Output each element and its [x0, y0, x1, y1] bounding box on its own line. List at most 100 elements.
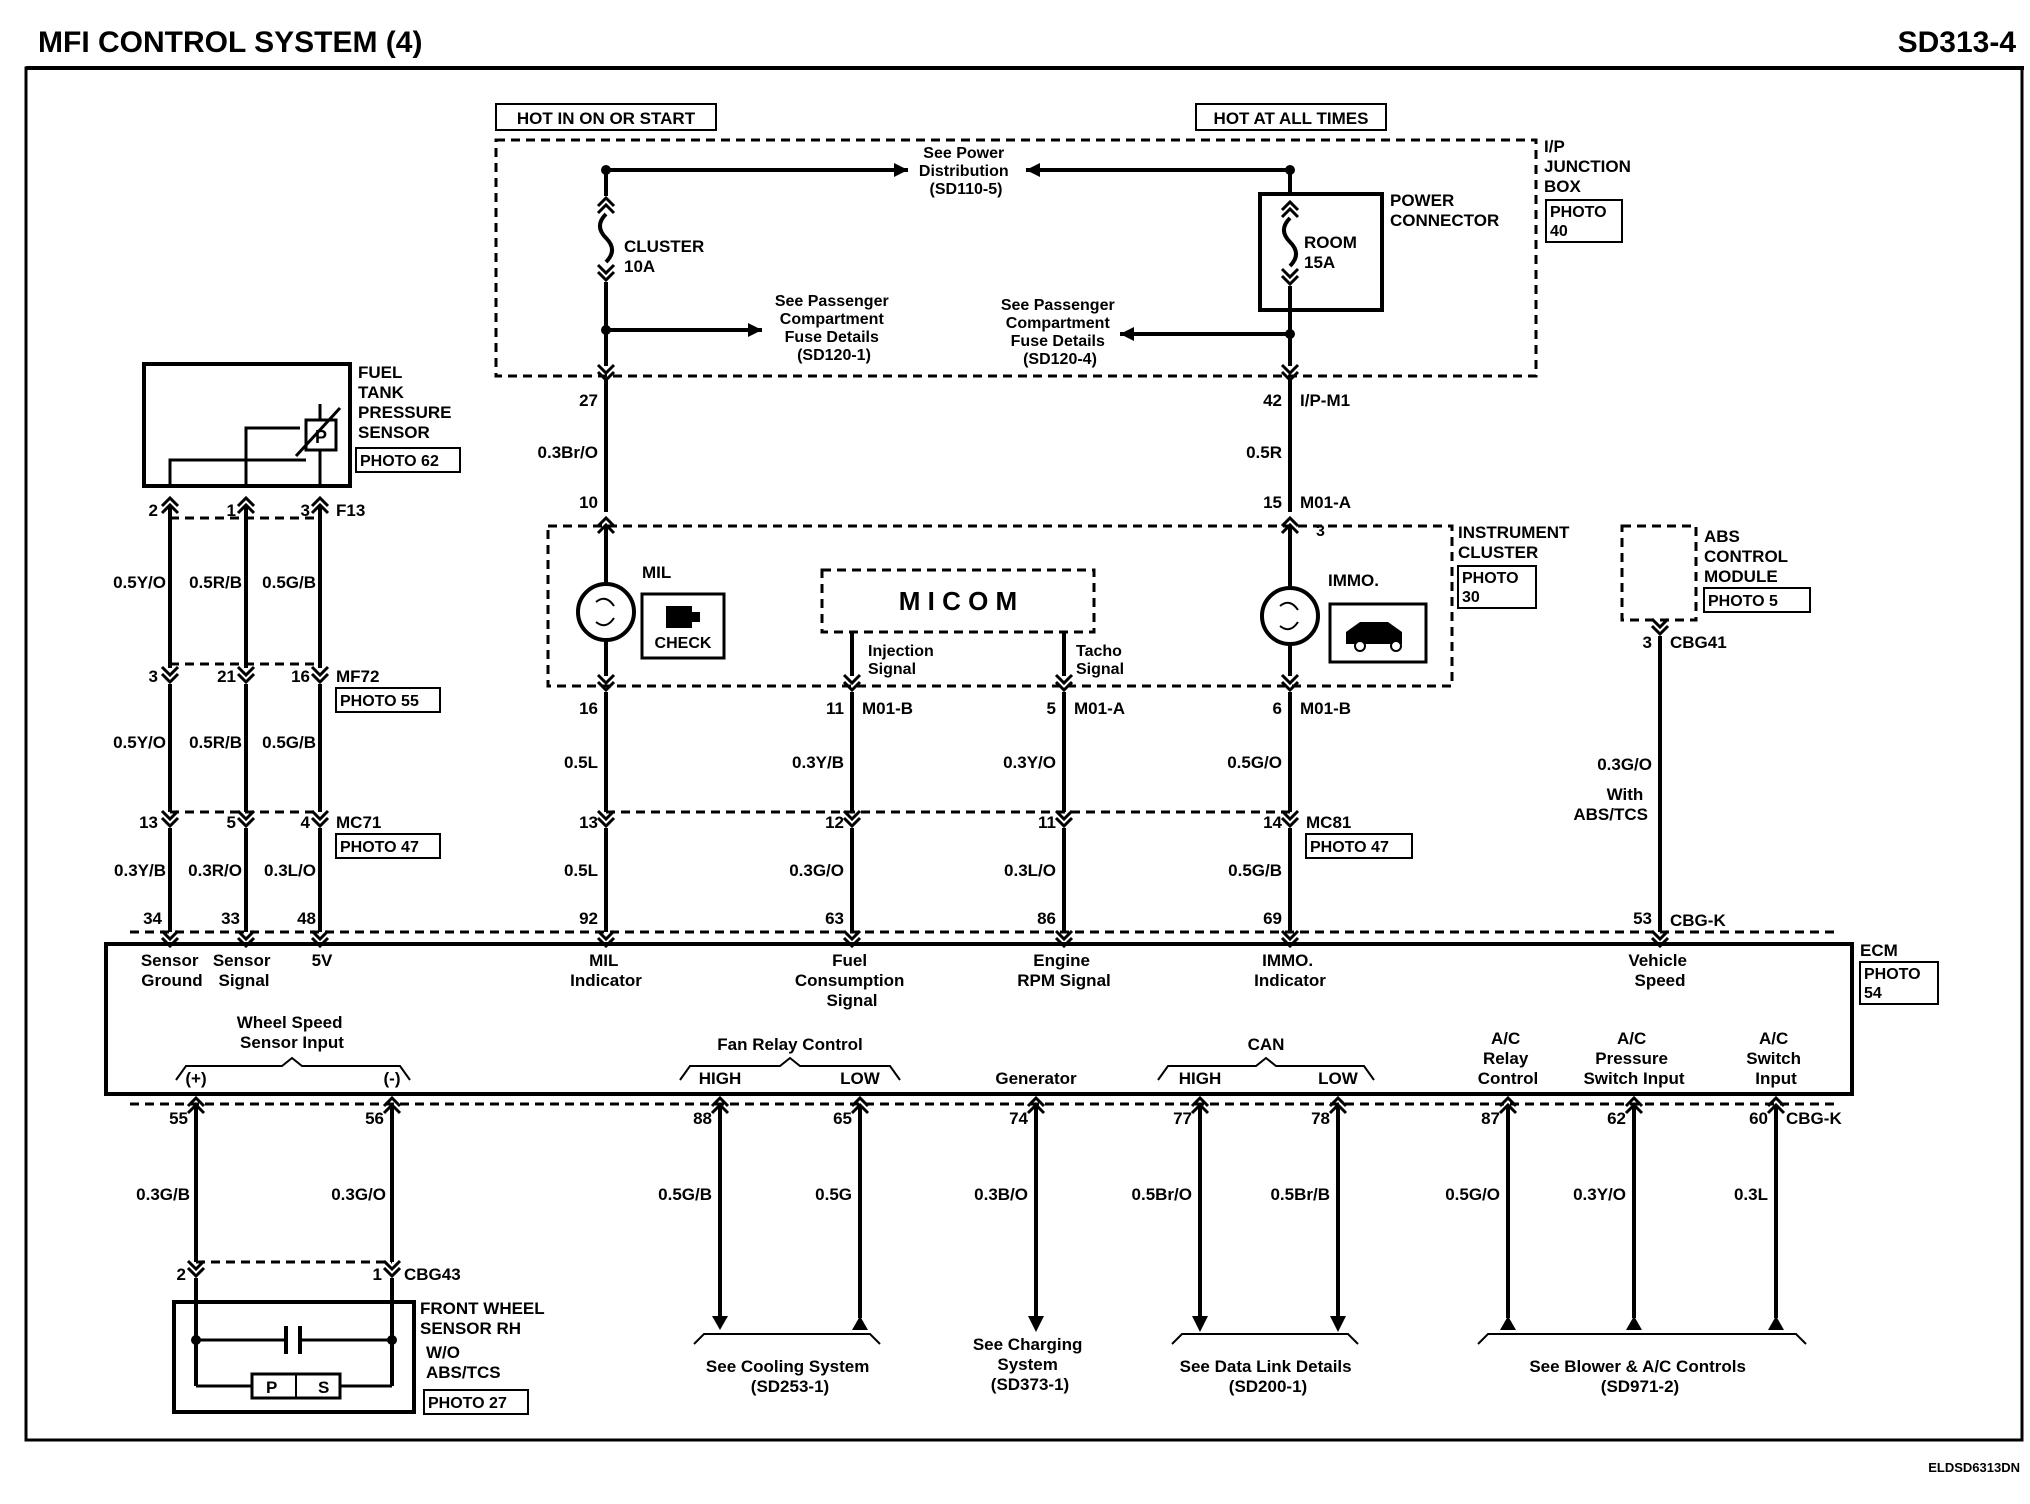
wire-generator: 0.3B/O [974, 1185, 1028, 1204]
mf72-pin-16: 16 [291, 667, 310, 686]
connector-cbg41: CBG41 [1670, 633, 1727, 652]
arrow-can-low [1330, 1316, 1346, 1332]
arrow-ac-pressure [1626, 1316, 1642, 1330]
pin-16: 16 [579, 699, 598, 718]
wire-ac-switch: 0.3L [1734, 1185, 1768, 1204]
pin-1-ws: 1 [373, 1265, 382, 1284]
micom-label: M I C O M [899, 586, 1017, 616]
power-connector-box [1258, 192, 1384, 312]
hot-at-all-times-box [1195, 103, 1387, 131]
fuse-room-symbol [1282, 216, 1298, 268]
immo-lamp-icon [1260, 586, 1320, 646]
wheel-sensor-photo-box [423, 1389, 529, 1415]
pin-10: 10 [579, 493, 598, 512]
junction-photo-label: PHOTO 40 [1550, 204, 1611, 240]
wheel-sensor-s: S [318, 1378, 329, 1397]
ecm-label: ECM [1860, 941, 1898, 960]
fuse-cluster-symbol [598, 212, 614, 264]
mf72-photo-label: PHOTO 55 [340, 693, 419, 710]
ecm-sensor-signal: Sensor Signal [213, 951, 275, 990]
ip-junction-box-outline [494, 138, 1538, 378]
ecm-can: CAN [1248, 1035, 1285, 1054]
ecm-fan-low: LOW [840, 1069, 881, 1088]
wire-fuel-c-1: 0.3Y/B [114, 861, 166, 880]
power-connector-label: POWER CONNECTOR [1390, 191, 1499, 230]
mc71-photo-label: PHOTO 47 [340, 839, 419, 856]
ecm-5v: 5V [312, 951, 333, 970]
mc71-pin-4: 4 [301, 813, 311, 832]
pin-78: 78 [1311, 1109, 1330, 1128]
front-wheel-sensor-box [172, 1300, 416, 1414]
wheel-sensor-photo-label: PHOTO 27 [428, 1395, 507, 1412]
hot-at-all-times-label: HOT AT ALL TIMES [1214, 109, 1369, 128]
abs-control-module-label: ABS CONTROL MODULE [1704, 527, 1792, 586]
hot-in-on-box [495, 103, 717, 131]
arrow-cooling-low [852, 1316, 868, 1330]
see-power-distribution-ref: See Power Distribution (SD110-5) [919, 145, 1013, 198]
connector-cbg-k-bottom: CBG-K [1786, 1109, 1842, 1128]
mc71-photo-box [335, 833, 441, 859]
connector-mc71: MC71 [336, 813, 381, 832]
wire-can-high: 0.5Br/O [1132, 1185, 1192, 1204]
ecm-generator: Generator [995, 1069, 1077, 1088]
ecm-box [104, 942, 1854, 1096]
fuel-sensor-photo-box [355, 447, 461, 473]
wire-ws-minus: 0.3G/O [331, 1185, 386, 1204]
fuse-cluster-label: CLUSTER 10A [624, 237, 709, 276]
abs-photo-box [1703, 587, 1811, 613]
wire-ac-press: 0.3Y/O [1573, 1185, 1626, 1204]
wire-fuel-a-1: 0.5Y/O [113, 573, 166, 592]
mil-lamp-icon [576, 582, 636, 642]
pin-62: 62 [1607, 1109, 1626, 1128]
fuel-pin-3: 3 [301, 501, 310, 520]
pin-55: 55 [169, 1109, 188, 1128]
pin-92: 92 [579, 909, 598, 928]
mf72-pin-3: 3 [149, 667, 158, 686]
wire-fan-high: 0.5G/B [658, 1185, 712, 1204]
see-cooling-system-ref: See Cooling System (SD253-1) [706, 1357, 874, 1396]
pin-33: 33 [221, 909, 240, 928]
pin-15: 15 [1263, 493, 1282, 512]
pin-14: 14 [1263, 813, 1282, 832]
mc71-pin-5: 5 [227, 813, 236, 832]
cluster-photo-label: PHOTO 30 [1462, 570, 1523, 606]
pin-3-cluster: 3 [1316, 523, 1325, 540]
connector-m01-a-top: M01-A [1300, 493, 1351, 512]
ecm-wheel-speed-input: Wheel Speed Sensor Input [237, 1013, 348, 1052]
ecm-ws-plus: (+) [185, 1069, 206, 1088]
tacho-signal-label: Tacho Signal [1076, 643, 1126, 678]
connector-ip-m1: I/P-M1 [1300, 391, 1350, 410]
mc81-photo-box [1305, 833, 1413, 859]
wire-cluster-feed: 0.3Br/O [538, 443, 598, 462]
wire-immo-b: 0.5G/B [1228, 861, 1282, 880]
wheel-sensor-p: P [266, 1378, 277, 1397]
wire-fuel-c-2: 0.3R/O [188, 861, 242, 880]
wire-fuel-c-3: 0.3L/O [264, 861, 316, 880]
abs-photo-label: PHOTO 5 [1708, 593, 1778, 610]
junction-photo-box [1545, 199, 1623, 243]
wire-mil-b: 0.5L [564, 861, 598, 880]
ecm-photo-box [1859, 961, 1939, 1005]
diagram-code: SD313-4 [1898, 26, 2017, 59]
check-label: CHECK [655, 635, 712, 652]
instrument-cluster-label: INSTRUMENT CLUSTER [1458, 523, 1574, 562]
wheel-sensor-note: W/O ABS/TCS [426, 1343, 501, 1382]
wire-inj-b: 0.3G/O [789, 861, 844, 880]
wire-fuel-b-1: 0.5Y/O [113, 733, 166, 752]
pin-65: 65 [833, 1109, 852, 1128]
wire-room-feed: 0.5R [1246, 443, 1282, 462]
instrument-cluster-outline [546, 524, 1454, 688]
wire-fuel-a-3: 0.5G/B [262, 573, 316, 592]
pin-27: 27 [579, 391, 598, 410]
wire-fuel-a-2: 0.5R/B [189, 573, 242, 592]
fuel-pin-1: 1 [227, 501, 236, 520]
see-passenger-fuse-left-ref: See Passenger Compartment Fuse Details (… [775, 293, 893, 364]
wire-inj-a: 0.3Y/B [792, 753, 844, 772]
pin-13-mil: 13 [579, 813, 598, 832]
ecm-photo-label: PHOTO 54 [1864, 966, 1925, 1002]
ecm-vehicle-speed: Vehicle Speed [1628, 951, 1691, 990]
connector-m01-a-tacho: M01-A [1074, 699, 1125, 718]
arrow-can-high [1192, 1316, 1208, 1332]
see-blower-ac-ref: See Blower & A/C Controls (SD971-2) [1529, 1357, 1750, 1396]
